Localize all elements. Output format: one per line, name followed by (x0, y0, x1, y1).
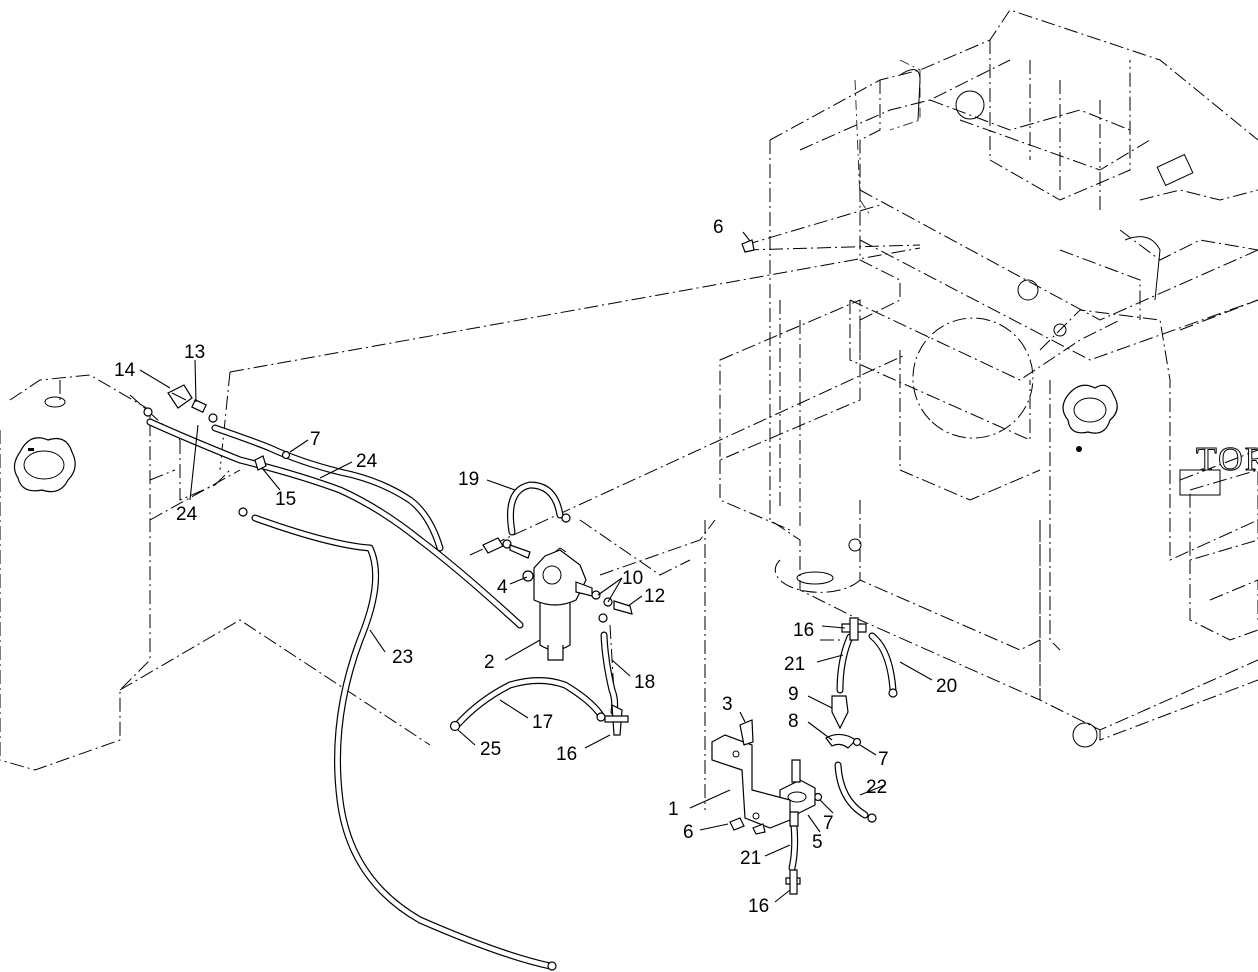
callout-12: 12 (644, 586, 665, 607)
callout-21: 21 (740, 848, 761, 869)
callout-25: 25 (480, 739, 501, 760)
knob-right (1062, 384, 1118, 452)
brand-text: TOR (1196, 441, 1258, 478)
hoses (146, 418, 897, 970)
callout-17: 17 (532, 712, 553, 733)
callout-7: 7 (823, 813, 834, 834)
mounting-bracket (711, 734, 791, 829)
callout-15: 15 (275, 489, 296, 510)
tank-cap (13, 437, 76, 493)
callout-14: 14 (114, 360, 136, 381)
callout-19: 19 (458, 469, 479, 490)
callouts: 14 13 7 24 24 15 19 4 10 12 2 18 23 17 2… (114, 217, 957, 917)
callout-18: 18 (634, 672, 655, 693)
callout-7: 7 (310, 429, 321, 450)
fittings (143, 239, 898, 971)
callout-16: 16 (748, 896, 769, 917)
callout-4: 4 (497, 577, 508, 598)
callout-16: 16 (556, 744, 577, 765)
callout-7: 7 (878, 749, 889, 770)
callout-23: 23 (392, 647, 413, 668)
callout-6: 6 (683, 822, 694, 843)
callout-8: 8 (788, 711, 799, 732)
callout-20: 20 (936, 676, 957, 697)
callout-24: 24 (176, 504, 198, 525)
fuel-filter (533, 547, 593, 661)
machine-frame-phantom: TOR (214, 9, 1258, 810)
callout-21: 21 (784, 654, 805, 675)
callout-6: 6 (713, 217, 724, 238)
callout-22: 22 (866, 777, 887, 798)
callout-1: 1 (668, 799, 679, 820)
callout-10: 10 (622, 568, 643, 589)
callout-16: 16 (793, 620, 814, 641)
callout-9: 9 (788, 684, 799, 705)
callout-13: 13 (184, 342, 205, 363)
callout-3: 3 (722, 694, 733, 715)
callout-24: 24 (356, 451, 378, 472)
callout-leaders (139, 231, 933, 903)
callout-2: 2 (484, 652, 495, 673)
callout-5: 5 (812, 832, 823, 853)
fuel-tank-phantom (0, 374, 431, 771)
